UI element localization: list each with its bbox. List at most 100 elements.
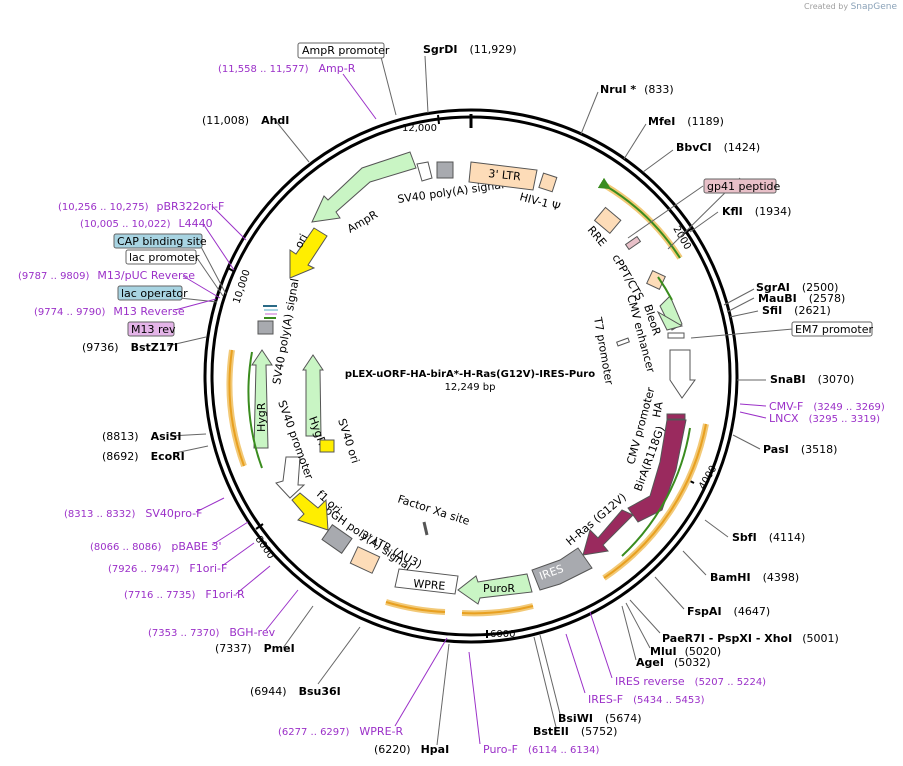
hygr-inner-arrow[interactable] [302,354,324,437]
label-cap: CAP binding site [117,235,207,248]
wpre-feature[interactable] [394,568,459,595]
sv40-polya-top-arrow[interactable] [416,161,433,182]
site-sgrai: SgrAI(2500) [756,281,838,294]
label-em7: EM7 promoter [795,323,873,336]
site-bsiwi: BsiWI(5674) [558,712,642,725]
label-m13rev: M13 rev [131,323,176,336]
hygr-outer-arrow[interactable] [251,349,273,449]
label-ori: ori [292,232,310,251]
hiv-psi-box [538,172,558,193]
ires-feature[interactable] [531,547,593,591]
tick-label-8000: 8000 [253,534,277,561]
primer-sites: (11,558 .. 11,577)Amp-R (10,256 .. 10,27… [18,62,885,756]
tick-label-10000: 10,000 [232,268,253,305]
rre-box [593,206,622,235]
site-asisi: (8813)AsiSI [102,430,181,443]
ampr-promoter-box [297,42,385,59]
site-mlui: MluI(5020) [650,645,721,658]
snapgene-brand: SnapGene [850,2,897,12]
em7-small-box [667,332,685,339]
ltr3-du3-box [349,546,381,574]
site-bamhi: BamHI(4398) [710,571,799,584]
site-maubi: MauBI(2578) [758,292,845,305]
label-wpre: WPRE [413,577,446,593]
cmv-enhancer-arrow[interactable] [669,349,696,399]
primer-ires-reverse: IRES reverse(5207 .. 5224) [615,675,766,688]
cppt-box [646,270,666,290]
ltr3-feature[interactable] [468,161,538,191]
primer-sv40pro-f: (8313 .. 8332)SV40pro-F [64,507,202,520]
site-pmei: (7337)PmeI [215,642,295,655]
primer-m13-puc-reverse: (9787 .. 9809)M13/pUC Reverse [18,269,195,282]
label-hygr-outer: HygR [255,402,268,432]
primer-l4440: (10,005 .. 10,022)L4440 [80,217,213,230]
lac-promoter-box [125,249,197,265]
label-factor-xa: Factor Xa site [396,492,471,528]
site-nrui: NruI *(833) [600,83,674,96]
puror-arrow[interactable] [457,573,533,605]
tick-label-6000: 6000 [490,629,515,640]
primer-f1ori-r: (7716 .. 7735)F1ori-R [124,588,245,601]
orf-indicators [226,177,709,617]
label-ampr-promoter: AmpR promoter [302,44,390,57]
primer-m13-reverse: (9774 .. 9790)M13 Reverse [34,305,185,318]
primer-pbr322ori-f: (10,256 .. 10,275)pBR322ori-F [58,200,224,213]
site-sbfi: SbfI(4114) [732,531,805,544]
label-ltr3: 3' LTR [488,167,522,183]
label-gp41: gp41 peptide [707,180,781,193]
primer-ires-f: IRES-F(5434 .. 5453) [588,693,705,706]
plasmid-length: 12,249 bp [445,382,496,393]
plasmid-name: pLEX-uORF-HA-birA*-H-Ras(G12V)-IRES-Puro [345,369,595,380]
ampr-arrow[interactable] [311,151,417,223]
factor-xa-mark [422,521,429,536]
label-lac-operator: lac operator [121,287,188,300]
bleor-arrowhead [656,310,684,331]
site-bstz17i: (9736)BstZ17I [82,341,178,354]
restriction-sites: SgrDI(11,929) NruI *(833) MfeI(1189) Bbv… [82,43,854,756]
gp41-box [703,178,777,194]
label-hiv-psi: HIV-1 Ψ [518,190,562,213]
label-sv40-ori: SV40 ori [335,417,362,465]
site-pasi: PasI(3518) [763,443,837,456]
hras-arrow[interactable] [582,509,634,556]
primer-lncx: LNCX(3295 .. 3319) [769,412,880,425]
tick-mark [227,267,236,273]
site-bsu36i: (6944)Bsu36I [250,685,341,698]
site-ahdi: (11,008)AhdI [202,114,289,127]
site-sfii: SfiI(2621) [762,304,831,317]
label-puror: PuroR [483,582,515,595]
f1-ori-arrow[interactable] [291,492,329,531]
site-mfei: MfeI(1189) [648,115,724,128]
m13rev-box [127,321,175,337]
site-kfli: KflI(1934) [722,205,791,218]
ha-box [666,413,686,420]
t7-box [616,337,630,347]
site-bbvci: BbvCI(1424) [676,141,760,154]
site-snabi: SnaBI(3070) [770,373,854,386]
sv40-polya-left-box [257,320,274,335]
primer-puro-f: Puro-F(6114 .. 6134) [483,743,599,756]
sv40-promoter-arrow[interactable] [275,456,306,499]
site-bsteii: BstEII(5752) [533,725,617,738]
primer-cmv-f: CMV-F(3249 .. 3269) [769,400,885,413]
cap-box [113,233,203,249]
ori-arrow[interactable] [289,227,328,279]
label-sv40-polya-left: SV40 poly(A) signal [270,277,301,385]
site-paer7i: PaeR7I - PspXI - XhoI(5001) [662,632,839,645]
primer-wpre-r: (6277 .. 6297)WPRE-R [278,725,403,738]
backbone-outer-ring [203,108,739,644]
site-fspai: FspAI(4647) [687,605,770,618]
bira-arrow[interactable] [627,419,687,523]
label-ha: HA [650,400,666,418]
primer-pbabe3: (8066 .. 8086)pBABE 3' [90,540,222,553]
primer-f1ori-f: (7926 .. 7947)F1ori-F [108,562,227,575]
grey-box-top [436,161,454,179]
site-agei: AgeI(5032) [636,656,711,669]
bgh-box [321,524,353,554]
lac-small-features [263,305,278,319]
tick-label-12000: 12,000 [402,123,437,134]
primer-bgh-rev: (7353 .. 7370)BGH-rev [148,626,276,639]
tick-mark [437,114,440,125]
em7-box [791,321,873,337]
